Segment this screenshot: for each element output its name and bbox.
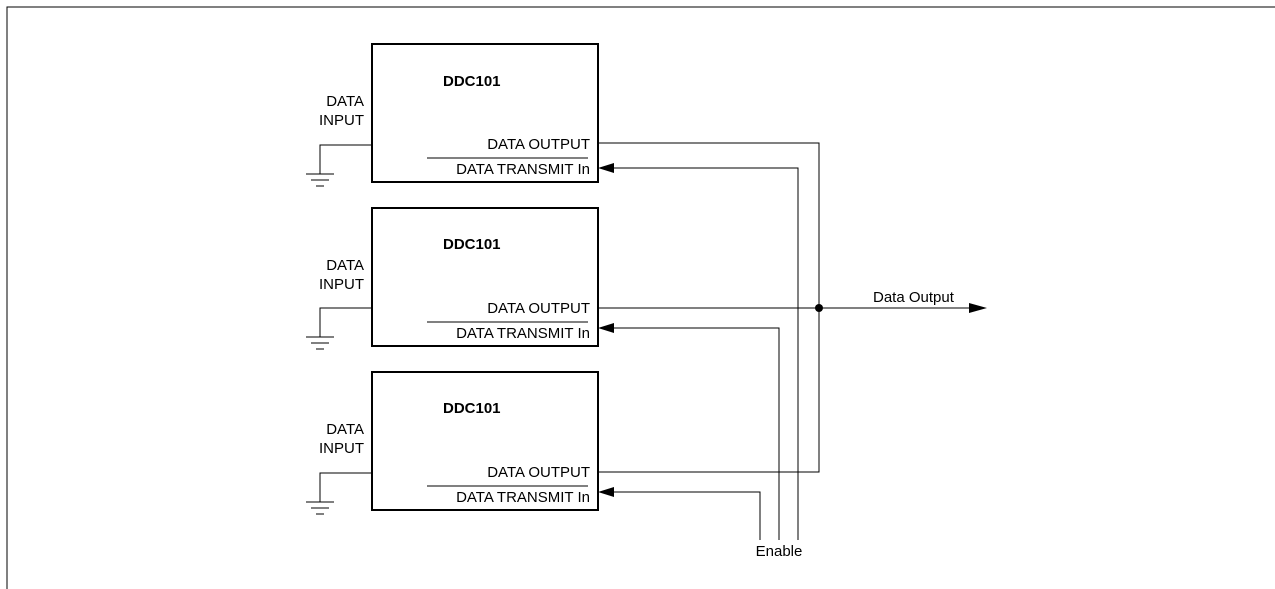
data-output-pin-label: DATA OUTPUT — [487, 136, 590, 153]
data-input-label-line2: INPUT — [319, 276, 364, 293]
ddc101-chip-2: DDC101 DATA INPUT DATA OUTPUT DATA TRANS… — [306, 207, 599, 350]
enable-wire-chip-1 — [612, 167, 799, 540]
enable-arrow-icon — [598, 163, 614, 173]
data-transmit-pin-label: DATA TRANSMIT In — [456, 489, 590, 506]
chip-body — [371, 43, 599, 183]
data-transmit-pin-label: DATA TRANSMIT In — [456, 325, 590, 342]
ddc101-chip-1: DDC101 DATA INPUT DATA OUTPUT DATA TRANS… — [306, 43, 599, 187]
chip-name: DDC101 — [443, 236, 501, 253]
chip-name: DDC101 — [443, 400, 501, 417]
data-input-label-line2: INPUT — [319, 440, 364, 457]
input-wire — [319, 144, 372, 174]
data-input-label-line1: DATA — [326, 93, 364, 110]
chip-body — [371, 371, 599, 511]
enable-arrow-icon — [598, 487, 614, 497]
ddc101-chip-3: DDC101 DATA INPUT DATA OUTPUT DATA TRANS… — [306, 371, 599, 515]
junction-dot — [815, 304, 823, 312]
ground-icon — [306, 336, 334, 350]
data-input-label-line2: INPUT — [319, 112, 364, 129]
chip-name: DDC101 — [443, 73, 501, 90]
figure-frame — [6, 6, 1275, 589]
input-wire — [319, 307, 372, 337]
output-arrow-icon — [969, 303, 987, 313]
data-output-pin-label: DATA OUTPUT — [487, 464, 590, 481]
input-wire — [319, 472, 372, 502]
data-input-label-line1: DATA — [326, 421, 364, 438]
enable-wire-chip-3 — [612, 491, 761, 540]
data-output-label: Data Output — [873, 289, 955, 306]
ground-icon — [306, 173, 334, 187]
ground-icon — [306, 501, 334, 515]
data-output-bus: Data Output — [598, 142, 987, 473]
enable-arrow-icon — [598, 323, 614, 333]
data-input-label-line1: DATA — [326, 257, 364, 274]
enable-wire-chip-2 — [612, 327, 780, 540]
enable-label: Enable — [756, 543, 803, 560]
data-output-pin-label: DATA OUTPUT — [487, 300, 590, 317]
enable-lines: Enable — [598, 163, 802, 560]
chip-body — [371, 207, 599, 347]
data-transmit-pin-label: DATA TRANSMIT In — [456, 161, 590, 178]
